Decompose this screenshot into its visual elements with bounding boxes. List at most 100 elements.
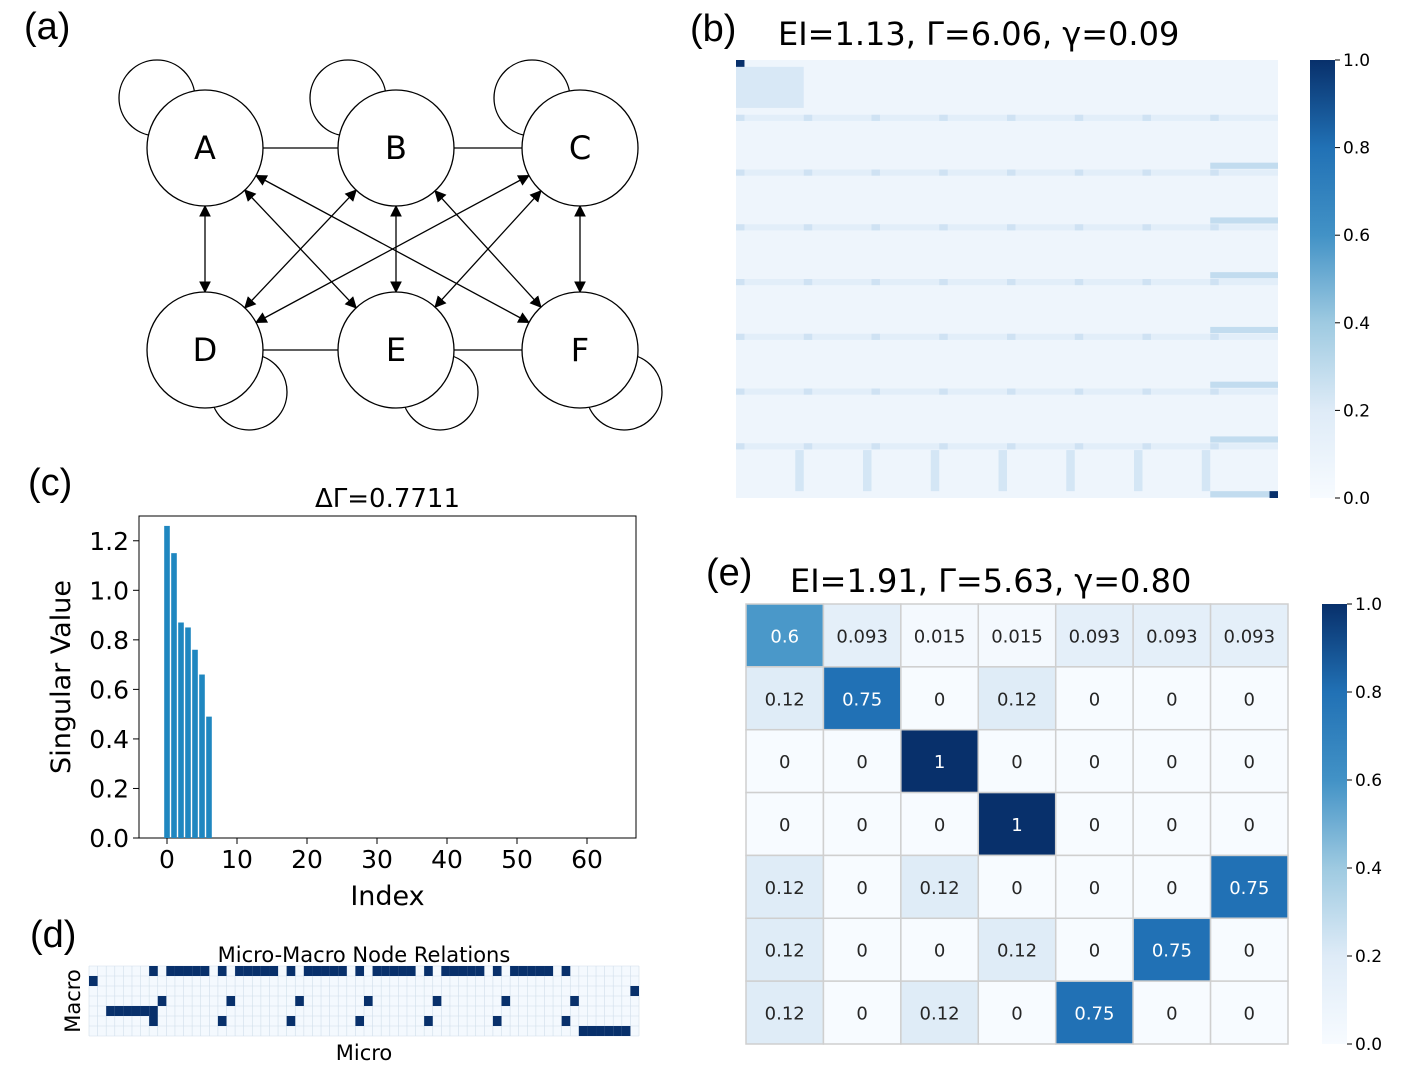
relations-d-cell <box>364 996 373 1006</box>
heatmap-e-cell-label: 0.12 <box>920 1004 960 1025</box>
heatmap-e-cell <box>900 980 980 1045</box>
heatmap-e-cell-label: 0 <box>1089 941 1100 962</box>
relations-d-cell <box>372 966 382 976</box>
heatmap-b-dot <box>1007 224 1016 231</box>
heatmap-e-cell-label: 0 <box>1244 1004 1255 1025</box>
colorbar-e-tick-label: 0.8 <box>1355 683 1382 703</box>
heatmap-e-cell-label: 0.75 <box>1074 1004 1114 1025</box>
heatmap-e-cell <box>977 791 1057 857</box>
heatmap-e-cell <box>977 980 1057 1045</box>
heatmap-e-cell-label: 0.093 <box>1224 626 1276 647</box>
heatmap-b-dot <box>736 114 745 121</box>
chart-c-title: ΔΓ=0.7711 <box>315 484 460 514</box>
heatmap-e-cell-label: 1 <box>934 752 945 773</box>
heatmap-b-bottom-bar <box>930 450 940 492</box>
colorbar-b-tick-label: 0.6 <box>1343 226 1370 246</box>
heatmap-b-bottom-bar <box>1134 450 1143 492</box>
heatmap-b-dot <box>736 388 745 395</box>
heatmap-e-cell <box>1209 666 1289 731</box>
bar <box>192 649 198 838</box>
relations-d-cell <box>630 986 639 996</box>
bar <box>171 553 177 838</box>
relations-d-cell <box>260 966 270 976</box>
node-A <box>146 89 264 207</box>
panel-label-b: (b) <box>690 8 737 50</box>
bar <box>185 627 191 838</box>
heatmap-b-dot <box>939 279 948 286</box>
heatmap-b-dot <box>1007 169 1016 176</box>
heatmap-b-dot <box>736 333 745 340</box>
x-tick-label: 40 <box>431 845 463 874</box>
heatmap-e-cell <box>745 980 825 1045</box>
heatmap-b-dot <box>1142 333 1151 340</box>
heatmap-b-dot <box>871 443 880 450</box>
node-label-A: A <box>194 129 216 167</box>
relations-d-cell <box>544 966 554 976</box>
x-tick-label: 50 <box>501 845 533 874</box>
heatmap-e-cell-label: 0.12 <box>997 941 1037 962</box>
relations-d-cell <box>217 966 227 976</box>
relations-d-cell <box>235 966 244 976</box>
heatmap-e-cell-label: 0 <box>1244 941 1255 962</box>
heatmap-e-cell <box>822 728 902 794</box>
heatmap-b-dot <box>1074 114 1084 121</box>
relations-d-cell <box>140 1006 150 1016</box>
heatmap-b-dot <box>1007 114 1016 121</box>
heatmap-e-cell <box>977 666 1057 731</box>
relations-d-cell <box>243 966 253 976</box>
heatmap-b-bottom-bar <box>998 450 1007 492</box>
relations-d-cell <box>458 966 468 976</box>
colorbar-e-tick-label: 0.4 <box>1355 859 1382 879</box>
heatmap-b-right-stripe <box>1210 217 1278 224</box>
bar <box>164 525 170 838</box>
relations-d-cell <box>449 966 459 976</box>
heatmap-e-cell-label: 0.015 <box>914 626 966 647</box>
heatmap-b-dot <box>803 443 813 450</box>
heatmap-e-cell-label: 0.75 <box>842 689 882 710</box>
heatmap-e-cell-label: 0.75 <box>1229 878 1269 899</box>
heatmap-b-dot <box>939 443 948 450</box>
heatmap-e-cell-label: 0 <box>856 878 867 899</box>
heatmap-e-cell-label: 0.015 <box>991 626 1043 647</box>
relations-d-cell <box>535 966 545 976</box>
colorbar-e-tick-label: 0.6 <box>1355 771 1382 791</box>
relations-d-cell <box>475 966 485 976</box>
heatmap-e-cell <box>1209 603 1289 668</box>
heatmap-b-dot <box>1142 443 1151 450</box>
panel-label-d: (d) <box>30 914 77 956</box>
relations-d-cell <box>398 966 407 976</box>
relations-d-cell <box>89 976 98 986</box>
relations-d-cell <box>312 966 322 976</box>
relations-d-cell <box>183 966 193 976</box>
bar <box>206 716 212 838</box>
relations-d-cell <box>106 1006 115 1016</box>
heatmap-b-dot <box>803 224 813 231</box>
panel-label-c: (c) <box>28 462 73 504</box>
heatmap-e-cell-label: 0.75 <box>1152 941 1192 962</box>
relations-d-cell <box>570 996 579 1006</box>
y-tick-label: 1.0 <box>89 576 129 605</box>
heatmap-b-dot <box>736 443 745 450</box>
heatmap-b-dot <box>871 333 880 340</box>
heatmap-b-dot <box>939 114 948 121</box>
x-tick-label: 20 <box>291 845 323 874</box>
heatmap-e-cell-label: 0 <box>934 941 945 962</box>
heatmap-b-dot <box>1142 388 1151 395</box>
heatmap-e-cell-label: 0.12 <box>920 878 960 899</box>
relations-d-cell <box>621 1026 631 1036</box>
chart-c-xlabel: Index <box>350 881 424 912</box>
heatmap-e-cell <box>1209 728 1289 794</box>
relations-d-cell <box>149 966 158 976</box>
colorbar-b-tick-label: 0.2 <box>1343 401 1370 421</box>
chart-c-ylabel: Singular Value <box>46 580 77 774</box>
relations-d-cell <box>355 1016 364 1026</box>
relations-d-cell <box>192 966 201 976</box>
relations-d-cell <box>149 1006 158 1016</box>
heatmap-e-cell-label: 0 <box>1011 752 1022 773</box>
heatmap-b-dot <box>1210 114 1219 121</box>
bar <box>199 674 205 838</box>
panel-label-e: (e) <box>706 552 753 594</box>
heatmap-b-dot <box>1142 224 1151 231</box>
